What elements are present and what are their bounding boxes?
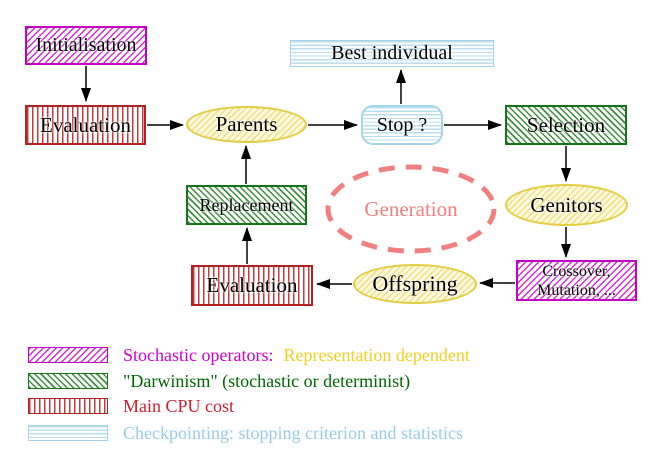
node-replacement: Replacement bbox=[186, 185, 307, 225]
node-parents: Parents bbox=[186, 106, 307, 143]
legend-item-darwinism: "Darwinism" (stochastic or determinist) bbox=[28, 369, 410, 393]
node-replacement-label: Replacement bbox=[199, 194, 294, 215]
legend-text-stochastic-operators: Stochastic operators: bbox=[123, 344, 274, 365]
legend-item-stochastic-operators: Stochastic operators: Representation dep… bbox=[28, 343, 470, 367]
node-selection: Selection bbox=[505, 105, 627, 145]
node-evaluation-top-label: Evaluation bbox=[40, 112, 131, 137]
node-evaluation-top: Evaluation bbox=[25, 105, 146, 145]
legend-item-main-cpu-cost: Main CPU cost bbox=[28, 394, 234, 418]
node-evaluation-bottom-label: Evaluation bbox=[206, 273, 298, 297]
node-genitors-label: Genitors bbox=[530, 192, 603, 217]
legend-text-main-cpu-cost: Main CPU cost bbox=[123, 395, 235, 416]
node-stop: Stop ? bbox=[361, 105, 443, 145]
node-parents-label: Parents bbox=[215, 112, 278, 136]
node-genitors: Genitors bbox=[505, 184, 628, 226]
legend-swatch-red-stripes bbox=[28, 398, 108, 414]
node-stop-label: Stop ? bbox=[376, 113, 428, 136]
node-crossover-line1: Crossover, bbox=[542, 262, 611, 280]
generation-label-text: Generation bbox=[364, 196, 458, 221]
node-best-individual-label: Best individual bbox=[331, 42, 453, 64]
node-initialisation-label: Initialisation bbox=[35, 34, 137, 56]
legend-swatch-blue-lines bbox=[28, 425, 108, 441]
legend-text-darwinism: "Darwinism" (stochastic or determinist) bbox=[123, 370, 411, 391]
node-crossover-mutation: Crossover, Mutation, ... bbox=[516, 260, 637, 301]
node-offspring-label: Offspring bbox=[372, 271, 458, 296]
legend-text-checkpointing: Checkpointing: stopping criterion and st… bbox=[123, 422, 463, 443]
node-best-individual: Best individual bbox=[290, 40, 494, 67]
legend-item-checkpointing: Checkpointing: stopping criterion and st… bbox=[28, 421, 463, 445]
node-evaluation-bottom: Evaluation bbox=[191, 265, 313, 306]
generation-dashed-ellipse bbox=[325, 164, 497, 254]
legend-swatch-green-hatch bbox=[28, 373, 108, 389]
node-selection-label: Selection bbox=[526, 112, 606, 137]
node-offspring: Offspring bbox=[353, 264, 477, 304]
generation-label: Generation bbox=[328, 167, 494, 251]
legend-text-representation-dependent: Representation dependent bbox=[283, 344, 470, 365]
node-crossover-line2: Mutation, ... bbox=[537, 281, 616, 299]
node-initialisation: Initialisation bbox=[25, 26, 147, 65]
legend-swatch-magenta-hatch bbox=[28, 347, 108, 363]
